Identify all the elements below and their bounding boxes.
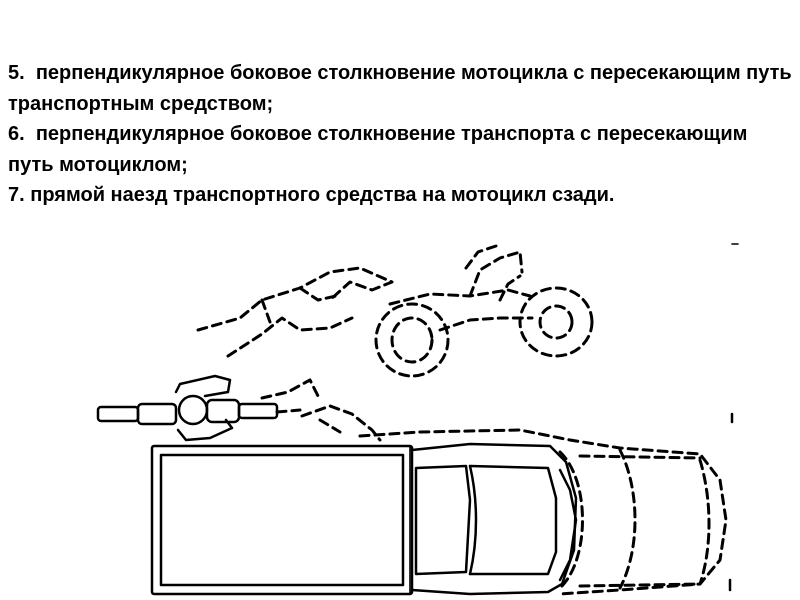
collision-illustration xyxy=(96,243,739,596)
list-item-5: 5. перпендикулярное боковое столкновение… xyxy=(8,58,793,119)
collision-type-list: 5. перпендикулярное боковое столкновение… xyxy=(8,58,793,211)
rider-displacement-marks xyxy=(260,378,382,442)
item-number: 6. xyxy=(8,123,25,145)
dashed-vehicle-outline xyxy=(358,428,728,596)
item-text: перпендикулярное боковое столкновение тр… xyxy=(8,123,748,176)
item-number: 7. xyxy=(8,184,25,206)
thrown-rider-figure xyxy=(196,266,394,358)
truck-top-view xyxy=(150,442,578,596)
airborne-motorcycle-figure xyxy=(374,244,594,378)
item-text: перпендикулярное боковое столкновение мо… xyxy=(8,62,792,115)
motorcycle-with-rider xyxy=(96,374,302,442)
list-item-7: 7. прямой наезд транспортного средства н… xyxy=(8,180,793,211)
edge-marks xyxy=(728,243,739,592)
item-text: прямой наезд транспортного средства на м… xyxy=(30,184,615,206)
item-number: 5. xyxy=(8,62,25,84)
list-item-6: 6. перпендикулярное боковое столкновение… xyxy=(8,119,793,180)
